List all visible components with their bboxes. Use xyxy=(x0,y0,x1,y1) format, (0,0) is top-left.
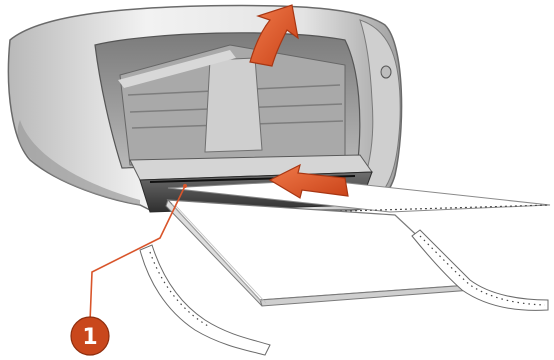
lift-arrow-icon xyxy=(249,4,299,67)
callout-leader xyxy=(89,184,187,323)
banner-paper xyxy=(165,179,551,307)
push-in-arrow-icon xyxy=(268,163,349,199)
tractor-strip-right xyxy=(411,229,549,311)
printer-cavity xyxy=(94,32,361,169)
callout-label-1: 1 xyxy=(82,325,97,350)
callout-badge-1: 1 xyxy=(70,316,110,356)
tractor-strip-left xyxy=(139,244,271,356)
